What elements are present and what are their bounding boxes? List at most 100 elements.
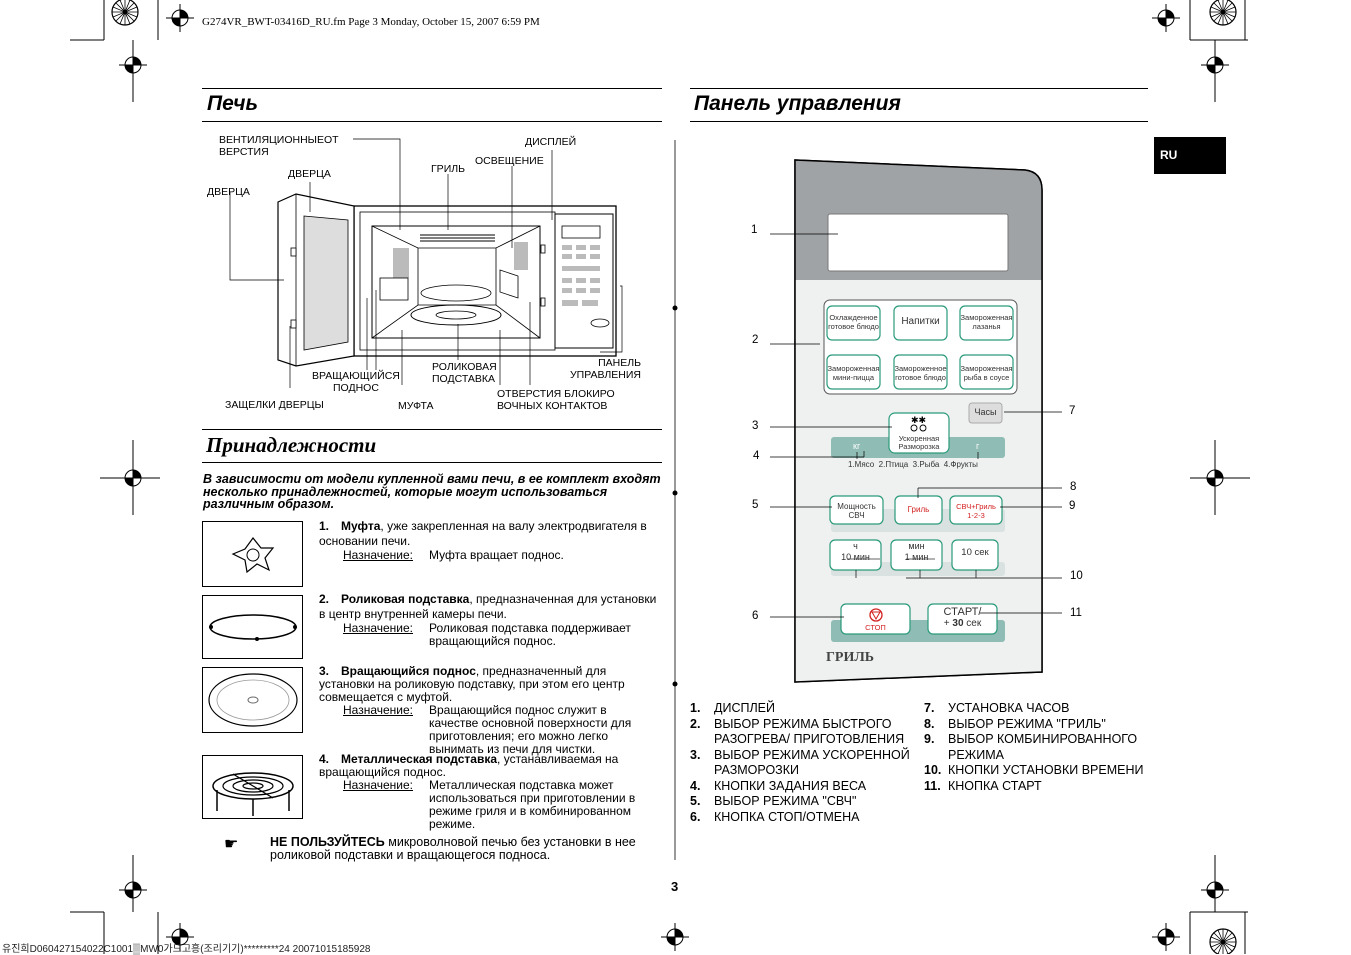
list-item: 4.КНОПКИ ЗАДАНИЯ ВЕСА bbox=[690, 778, 867, 793]
label-interlock: ОТВЕРСТИЯ БЛОКИРО ВОЧНЫХ КОНТАКТОВ bbox=[497, 388, 615, 412]
callout-7: 7 bbox=[1069, 405, 1076, 417]
minute-button-bottom: 1 мин bbox=[904, 552, 929, 562]
list-item: 10.КНОПКИ УСТАНОВКИ ВРЕМЕНИ bbox=[924, 763, 1144, 777]
label-turntable: ВРАЩАЮЩИЙСЯ ПОДНОС bbox=[312, 370, 400, 394]
label-display: ДИСПЛЕЙ bbox=[525, 136, 577, 148]
item-desc: , предназначенный для установки на ролик… bbox=[319, 664, 625, 704]
purpose-text: Роликовая подставка поддерживает вращающ… bbox=[429, 621, 631, 648]
control-panel-diagram bbox=[770, 159, 1062, 683]
rule bbox=[202, 429, 662, 430]
item-name: Вращающийся поднос bbox=[341, 664, 476, 678]
rule bbox=[202, 88, 662, 89]
page-number: 3 bbox=[671, 879, 679, 894]
microwave-power-button[interactable]: Мощность СВЧ bbox=[837, 502, 876, 520]
language-tab-label: RU bbox=[1160, 148, 1178, 162]
grill-button[interactable]: Гриль bbox=[907, 505, 930, 514]
callout-9: 9 bbox=[1069, 500, 1076, 512]
oven-diagram bbox=[229, 138, 623, 388]
label-grill: ГРИЛЬ bbox=[431, 163, 466, 175]
callout-6: 6 bbox=[752, 610, 759, 622]
minute-button-top: мин bbox=[908, 541, 925, 551]
accessories-title: Принадлежности bbox=[206, 433, 377, 457]
combi-button[interactable]: СВЧ+Гриль 1-2-3 bbox=[956, 502, 996, 520]
control-list-left: 1.ДИСПЛЕЙ 2.ВЫБОР РЕЖИМА БЫСТРОГО РАЗОГР… bbox=[690, 701, 915, 825]
label-light: ОСВЕЩЕНИЕ bbox=[475, 155, 544, 167]
warning-text: микроволновой печью без установки в нее … bbox=[270, 835, 636, 862]
list-item: 8.ВЫБОР РЕЖИМА "ГРИЛЬ" bbox=[924, 716, 1106, 731]
weight-kg-label: кг bbox=[853, 441, 861, 451]
item-name: Роликовая подставка bbox=[341, 592, 470, 606]
defrost-snowflake-icon: ✱✱ bbox=[911, 415, 927, 425]
quick-frozen-lasagna-button[interactable]: Замороженная лазанья bbox=[960, 313, 1013, 331]
start-number: 30 bbox=[952, 618, 964, 629]
quick-frozen-meal-button[interactable]: Замороженное готовое блюдо bbox=[894, 364, 947, 382]
accessory-item-4: 4.Металлическая подставка, устанавливаем… bbox=[319, 753, 659, 831]
hour-button[interactable]: ч 10 мин bbox=[830, 541, 881, 563]
label-coupler: МУФТА bbox=[398, 400, 434, 412]
accessory-item-1: 1. Муфта, уже закрепленная на валу электр… bbox=[319, 519, 659, 562]
rule bbox=[690, 121, 1148, 122]
coupler-image bbox=[202, 521, 303, 587]
pointing-hand-icon: ☛ bbox=[224, 836, 239, 853]
clock-button[interactable]: Часы bbox=[974, 407, 997, 417]
accessory-item-2: 2. Роликовая подставка, предназначенная д… bbox=[319, 592, 659, 648]
purpose-label: Назначение: bbox=[343, 778, 414, 792]
callout-4: 4 bbox=[753, 450, 760, 462]
callout-3: 3 bbox=[752, 420, 759, 432]
roller-ring-icon bbox=[209, 614, 297, 641]
purpose-text: Вращающийся поднос служит в качестве осн… bbox=[429, 703, 632, 756]
item-name: Муфта bbox=[341, 519, 381, 533]
item-desc: , уже закрепленная на валу электродвигат… bbox=[319, 519, 647, 548]
quick-drinks-button[interactable]: Напитки bbox=[901, 316, 940, 327]
warning-bold: НЕ ПОЛЬЗУЙТЕСЬ bbox=[270, 835, 385, 849]
list-item: 7.УСТАНОВКА ЧАСОВ bbox=[924, 701, 1070, 715]
item-number: 4. bbox=[319, 752, 330, 766]
purpose-label: Назначение: bbox=[343, 548, 414, 562]
start-button-top: СТАРТ/ bbox=[943, 606, 982, 618]
rule bbox=[202, 462, 662, 463]
accessories-intro: В зависимости от модели купленной вами п… bbox=[203, 472, 661, 511]
item-number: 1. bbox=[319, 519, 330, 533]
purpose-label: Назначение: bbox=[343, 703, 414, 717]
stop-button[interactable]: СТОП bbox=[865, 623, 886, 632]
purpose-label: Назначение: bbox=[343, 621, 414, 635]
list-item: 5.ВЫБОР РЕЖИМА "СВЧ" bbox=[690, 794, 857, 808]
control-panel-title: Панель управления bbox=[694, 92, 901, 115]
control-list-right: 7.УСТАНОВКА ЧАСОВ 8.ВЫБОР РЕЖИМА "ГРИЛЬ"… bbox=[924, 701, 1149, 794]
list-item: 9.ВЫБОР КОМБИНИРОВАННОГО РЕЖИМА bbox=[924, 732, 1138, 762]
defrost-button[interactable]: Ускоренная Разморозка bbox=[898, 434, 940, 451]
hour-button-top: ч bbox=[853, 541, 858, 551]
label-panel: ПАНЕЛЬ УПРАВЛЕНИЯ bbox=[570, 357, 642, 381]
label-door-1: ДВЕРЦА bbox=[207, 186, 250, 198]
minute-button[interactable]: мин 1 мин bbox=[891, 541, 942, 563]
quick-frozen-fish-button[interactable]: Замороженная рыба в соусе bbox=[960, 364, 1013, 382]
footer-code: 유진희D060427154022C1001▒MW0가드고흥(조리기기)*****… bbox=[2, 944, 371, 955]
item-desc: , предназначенная для установки в центр … bbox=[319, 592, 657, 621]
list-item: 3.ВЫБОР РЕЖИМА УСКОРЕННОЙ РАЗМОРОЗКИ bbox=[690, 747, 910, 778]
ten-seconds-button[interactable]: 10 сек bbox=[961, 547, 989, 558]
rule bbox=[690, 88, 1148, 89]
start-unit: сек bbox=[966, 618, 982, 629]
purpose-text: Муфта вращает поднос. bbox=[429, 548, 564, 562]
item-number: 3. bbox=[319, 664, 330, 678]
callout-1: 1 bbox=[751, 224, 758, 236]
item-number: 2. bbox=[319, 592, 330, 606]
turntable-icon bbox=[208, 673, 298, 727]
quick-chilled-meal-button[interactable]: Охлажденное готовое блюдо bbox=[828, 313, 879, 331]
quick-frozen-mini-pizza-button[interactable]: Замороженная мини-пицца bbox=[827, 364, 880, 382]
callout-8: 8 bbox=[1070, 481, 1077, 493]
callout-2: 2 bbox=[752, 334, 759, 346]
start-button[interactable]: СТАРТ/ + 30 сек bbox=[928, 606, 997, 630]
list-item: 11.КНОПКА СТАРТ bbox=[924, 778, 1042, 793]
list-item: 1.ДИСПЛЕЙ bbox=[690, 701, 775, 715]
oven-title: Печь bbox=[207, 92, 258, 115]
start-button-bottom: + 30 сек bbox=[928, 618, 997, 630]
hour-button-bottom: 10 мин bbox=[841, 552, 870, 562]
metal-rack-icon bbox=[212, 772, 294, 816]
label-roller: РОЛИКОВАЯ ПОДСТАВКА bbox=[432, 361, 497, 385]
roller-ring-image bbox=[202, 595, 303, 659]
label-latches: ЗАЩЕЛКИ ДВЕРЦЫ bbox=[225, 399, 324, 411]
defrost-food-list: 1.Мясо 2.Птица 3.Рыба 4.Фрукты bbox=[848, 460, 978, 469]
turntable-image bbox=[202, 667, 303, 733]
